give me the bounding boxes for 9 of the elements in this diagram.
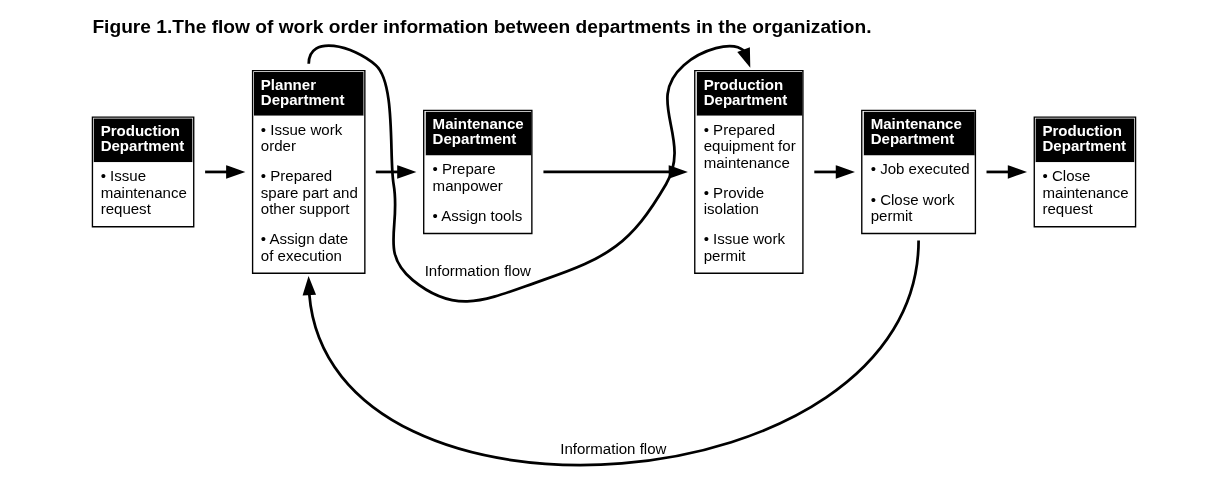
edge-label: Information flow (424, 261, 531, 279)
arrow (375, 165, 416, 179)
arrow (813, 165, 855, 179)
arrow (542, 165, 688, 179)
arrow (204, 165, 245, 179)
edge-label: Information flow (559, 439, 666, 457)
arrow (986, 165, 1027, 179)
diagram-title: Figure 1.The flow of work order information between departments in the organization. (91, 16, 872, 38)
arrow (302, 240, 920, 466)
